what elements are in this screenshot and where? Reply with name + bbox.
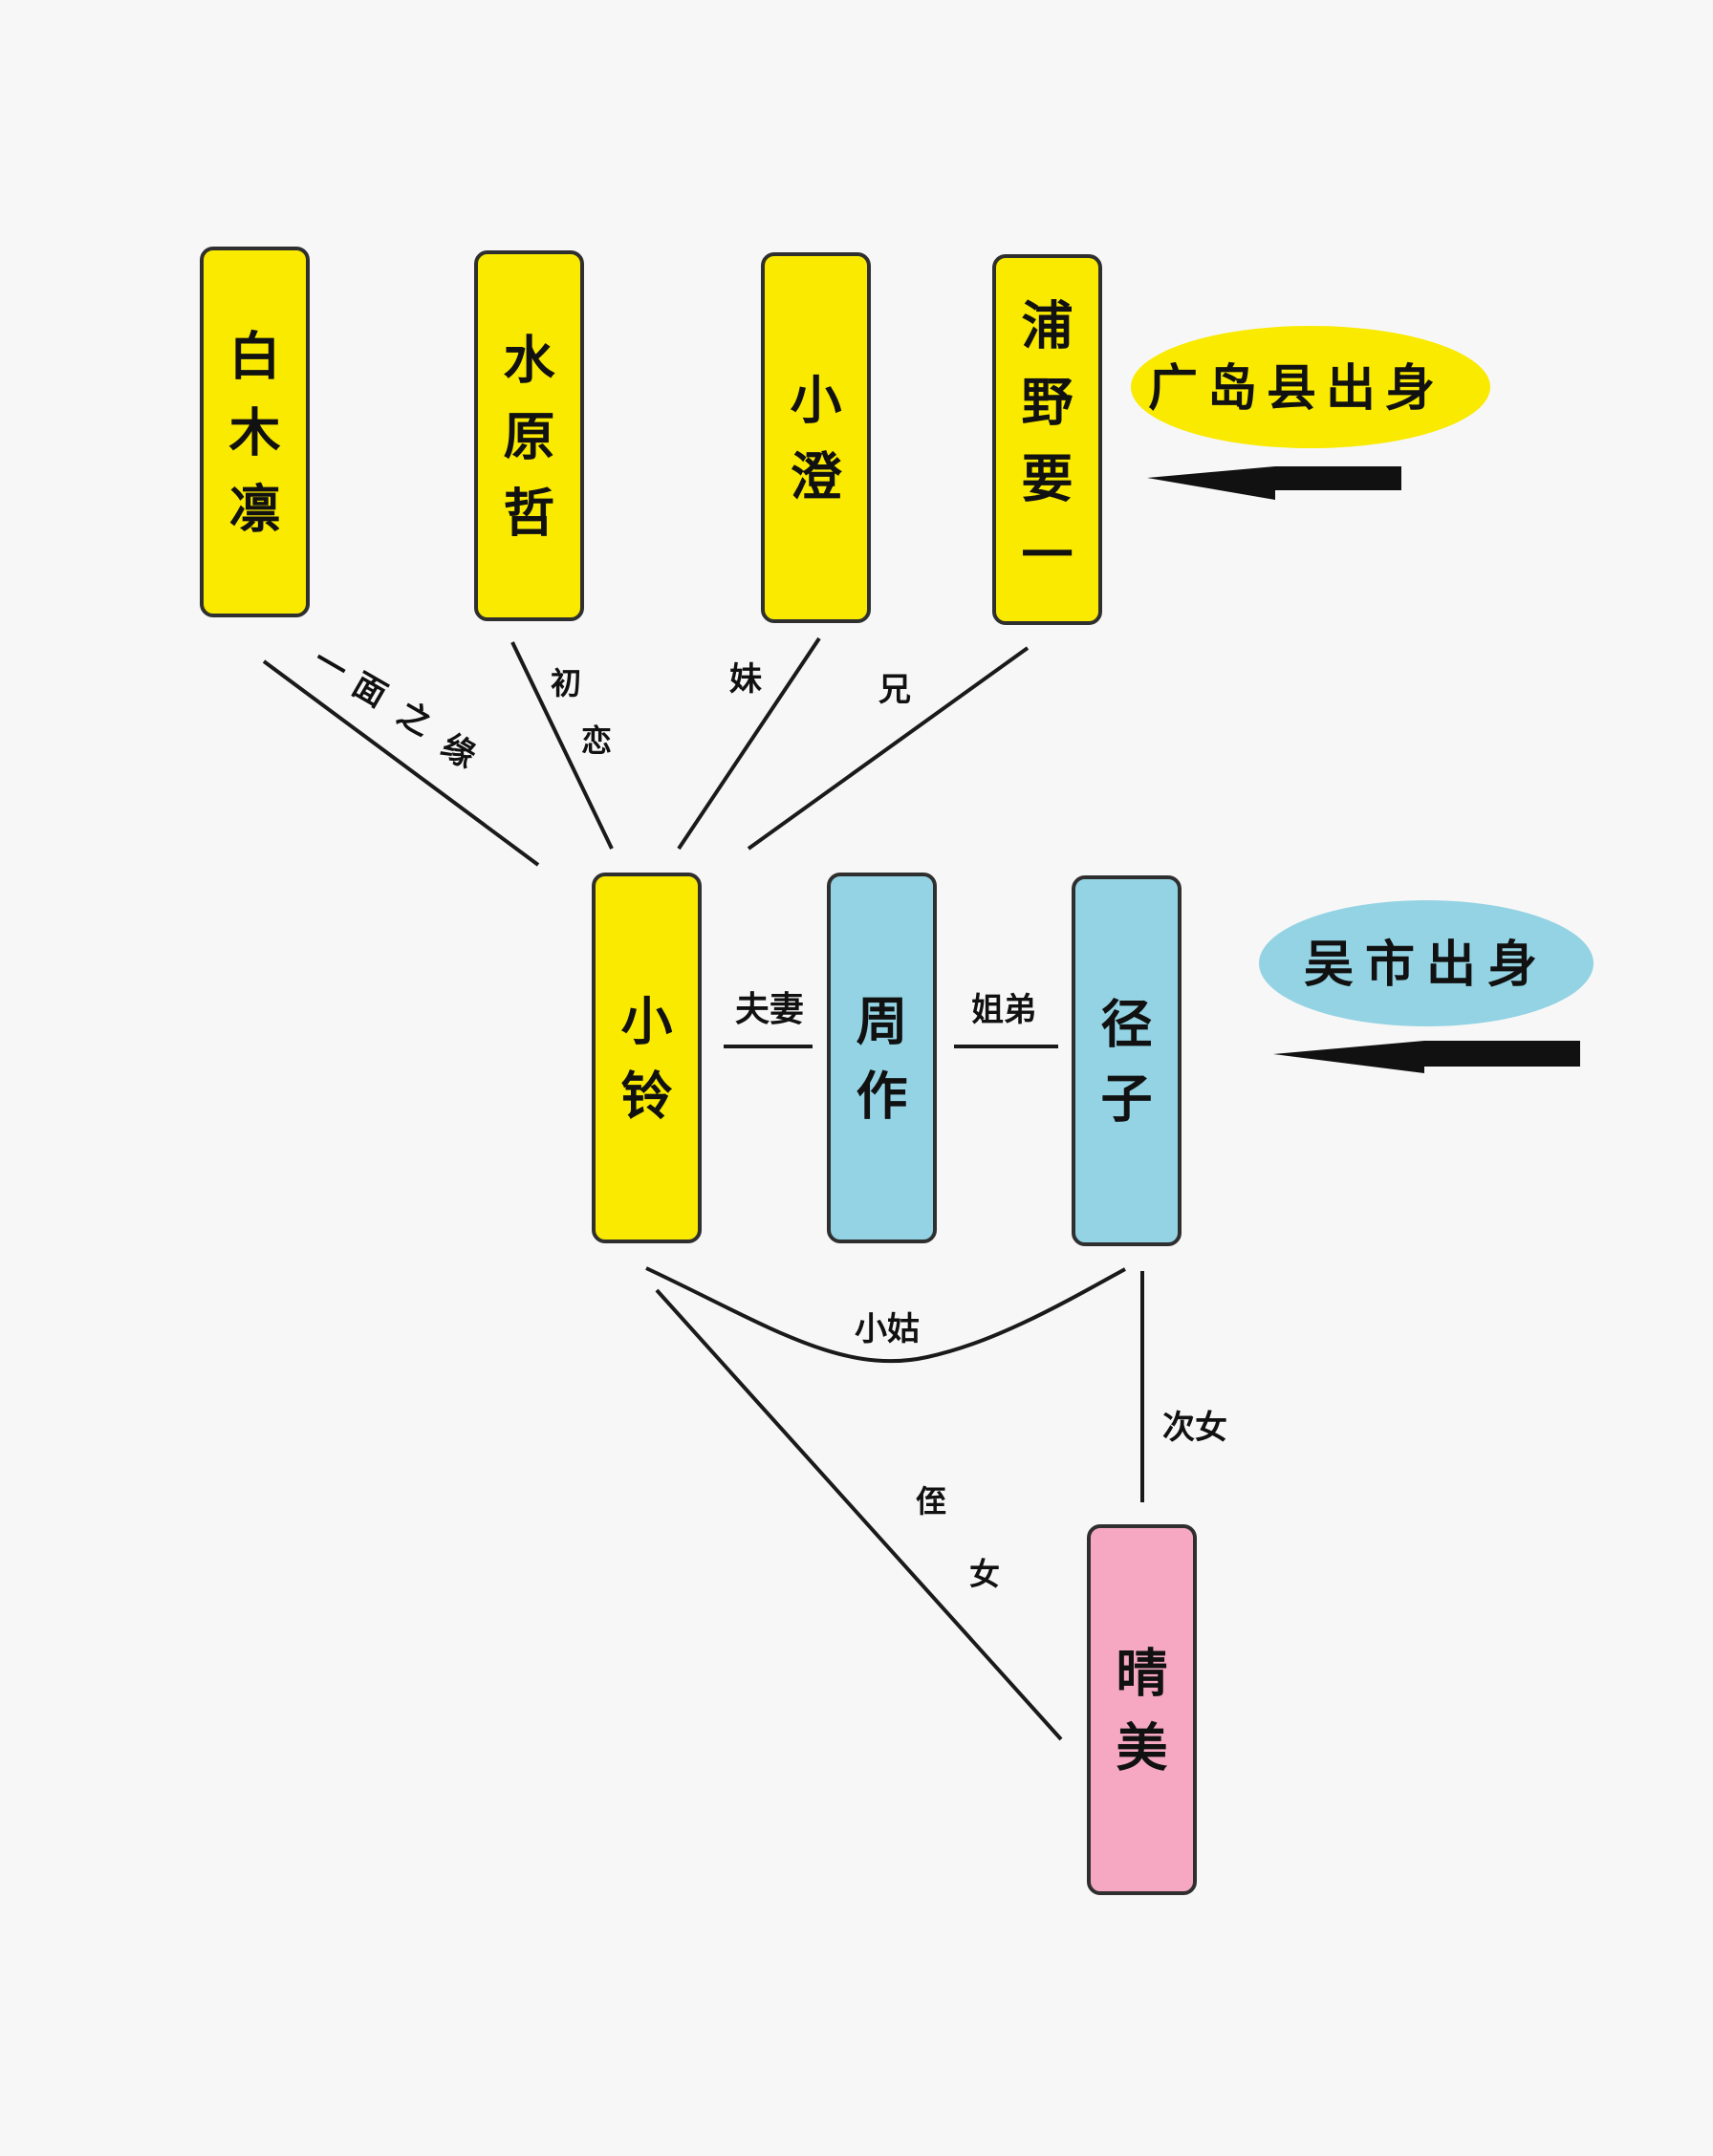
node-keiko-box: [1072, 875, 1182, 1246]
edge-label-tetsu-suzu-2: 恋: [581, 722, 612, 759]
edge-line-rin-suzu: [262, 659, 540, 867]
edge-label-kosumi-suzu: 妹: [729, 660, 762, 699]
edge-label-yoichi-suzu: 兄: [878, 671, 911, 709]
arrows: [1147, 466, 1580, 1073]
node-urano-yoichi-box: [992, 254, 1102, 625]
node-shusaku-box: [827, 873, 937, 1243]
edge-label-shusaku-keiko: 姐弟: [971, 991, 1036, 1029]
node-keiko: 径子: [1072, 875, 1182, 1246]
node-urano-yoichi-label: 浦野要一: [1022, 294, 1073, 585]
node-suzu-label: 小铃: [621, 990, 673, 1126]
node-mizuhara-tetsu-label: 水原哲: [504, 329, 556, 543]
edge-label-keiko-harumi: 次女: [1162, 1409, 1227, 1447]
node-suzu-box: [592, 873, 702, 1243]
edge-label-rin-suzu-4: 缘: [435, 727, 482, 777]
edge-label-suzu-keiko: 小姑: [855, 1310, 920, 1348]
node-kosumi-label: 小澄: [791, 369, 843, 507]
edge-curve-suzu-keiko: [645, 1266, 1126, 1364]
edge-label-rin-suzu-2: 面: [346, 666, 393, 716]
node-shusaku-label: 周作: [856, 990, 908, 1126]
legend: 广岛县出身 吴市出身: [1131, 326, 1594, 1026]
legend-hiroshima: 广岛县出身: [1131, 326, 1490, 448]
node-urano-yoichi: 浦野要一: [992, 254, 1102, 625]
edge-line-yoichi-suzu: [747, 646, 1030, 851]
node-shiraki-rin-label: 白木凛: [229, 325, 281, 539]
node-shiraki-rin: 白木凛: [200, 247, 310, 617]
arrow-left-icon: [1147, 466, 1401, 500]
edge-label-rin-suzu-3: 之: [391, 695, 438, 744]
node-suzu: 小铃: [592, 873, 702, 1243]
node-kosumi: 小澄: [761, 252, 871, 623]
legend-kure: 吴市出身: [1259, 900, 1594, 1026]
node-harumi-label: 晴美: [1117, 1642, 1168, 1778]
edge-label-suzu-harumi-1: 侄: [916, 1483, 946, 1520]
connection-lines: [262, 636, 1144, 1741]
legend-hiroshima-label: 广岛县出身: [1148, 359, 1444, 418]
edge-label-suzu-shusaku: 夫妻: [735, 989, 804, 1029]
legend-hiroshima-oval: [1131, 326, 1490, 448]
legend-kure-label: 吴市出身: [1304, 936, 1549, 994]
node-keiko-label: 径子: [1101, 993, 1153, 1129]
node-mizuhara-tetsu: 水原哲: [474, 250, 584, 621]
edge-line-kosumi-suzu: [677, 636, 821, 851]
edge-line-tetsu-suzu: [510, 641, 614, 850]
node-harumi: 晴美: [1087, 1524, 1197, 1895]
edge-label-tetsu-suzu-1: 初: [551, 665, 581, 701]
edge-line-suzu-harumi: [655, 1288, 1063, 1741]
node-harumi-box: [1087, 1524, 1197, 1895]
node-shiraki-rin-box: [200, 247, 310, 617]
node-shusaku: 周作: [827, 873, 937, 1243]
legend-kure-oval: [1259, 900, 1594, 1026]
arrow-left-icon: [1273, 1041, 1580, 1073]
edge-label-rin-suzu-1: 一: [307, 641, 354, 691]
edge-label-suzu-harumi-2: 女: [969, 1556, 1000, 1592]
node-kosumi-box: [761, 252, 871, 623]
node-mizuhara-tetsu-box: [474, 250, 584, 621]
